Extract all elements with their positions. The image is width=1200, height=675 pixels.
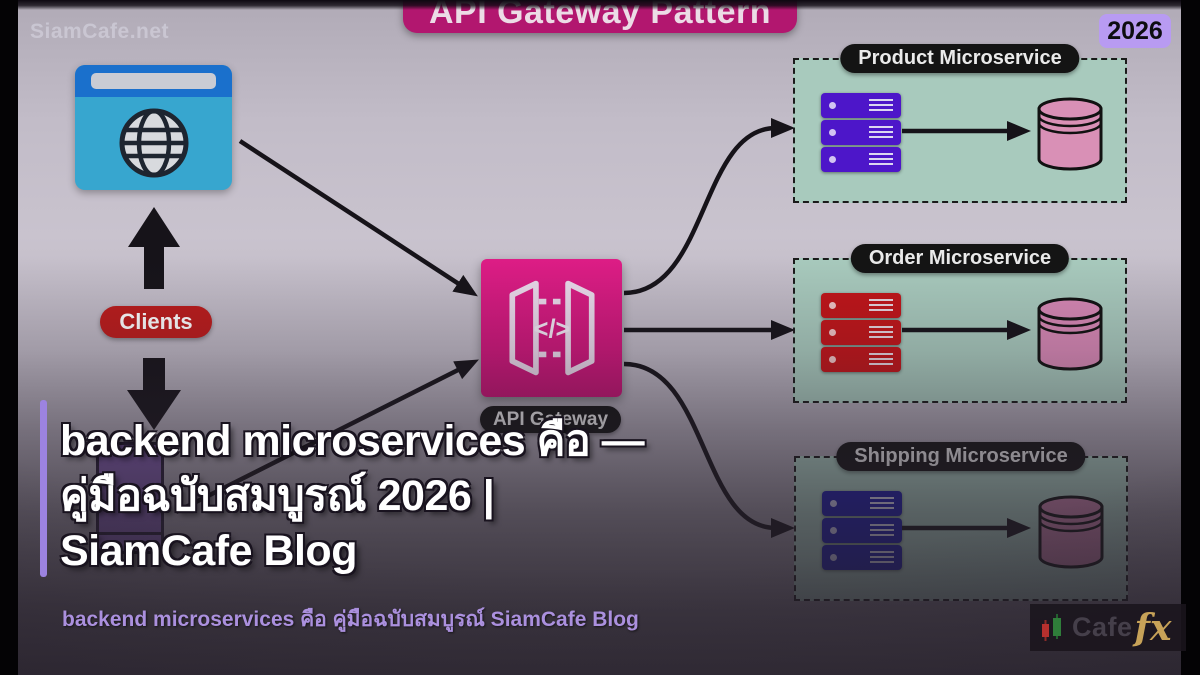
shipping-microservice-box: Shipping Microservice [794, 442, 1128, 601]
code-symbol: </> [533, 315, 570, 343]
clients-label: Clients [100, 306, 212, 338]
browser-client-icon [75, 65, 232, 190]
right-black-bar [1181, 0, 1200, 675]
server-icon [821, 320, 901, 345]
server-stack [822, 491, 902, 572]
globe-icon [119, 108, 189, 178]
order-microservice-label: Order Microservice [850, 244, 1070, 273]
site-watermark: SiamCafe.net [30, 20, 170, 43]
server-icon [822, 545, 902, 570]
server-icon [822, 491, 902, 516]
product-microservice-label: Product Microservice [840, 44, 1080, 73]
database-icon [1037, 97, 1103, 171]
api-gateway-icon: </> [481, 259, 622, 397]
diagram-title: API Gateway Pattern [428, 0, 772, 31]
headline-accent-bar [40, 400, 47, 577]
cafefx-logo: Cafe fx [1030, 604, 1186, 651]
browser-titlebar [75, 65, 232, 97]
logo-text-cafe: Cafe [1072, 612, 1133, 642]
server-icon [821, 147, 901, 172]
headline-line1: backend microservices คือ — [60, 417, 645, 465]
server-icon [821, 293, 901, 318]
gateway-brackets-icon: </> [508, 280, 595, 376]
logo-text-fx: fx [1134, 606, 1172, 649]
arrow-up-icon [128, 207, 180, 289]
headline-line2: คู่มือฉบับสมบูรณ์ 2026 | [60, 472, 495, 520]
diagram-title-box: API Gateway Pattern [403, 0, 797, 33]
server-icon [821, 347, 901, 372]
server-stack [821, 93, 901, 174]
product-microservice-box: Product Microservice [793, 44, 1127, 203]
database-icon [1038, 495, 1104, 569]
shipping-microservice-label: Shipping Microservice [836, 442, 1086, 471]
candlestick-chart-icon [1042, 613, 1061, 641]
headline: backend microservices คือ — คู่มือฉบับสม… [60, 414, 645, 579]
left-black-bar [0, 0, 18, 675]
database-icon [1037, 297, 1103, 371]
browser-addressbar [91, 73, 216, 89]
server-icon [821, 93, 901, 118]
server-stack [821, 293, 901, 374]
order-microservice-box: Order Microservice [793, 244, 1127, 403]
headline-line3: SiamCafe Blog [60, 527, 357, 575]
server-icon [822, 518, 902, 543]
year-badge: 2026 [1099, 14, 1171, 48]
server-icon [821, 120, 901, 145]
subtitle: backend microservices คือ คู่มือฉบับสมบู… [62, 608, 639, 631]
